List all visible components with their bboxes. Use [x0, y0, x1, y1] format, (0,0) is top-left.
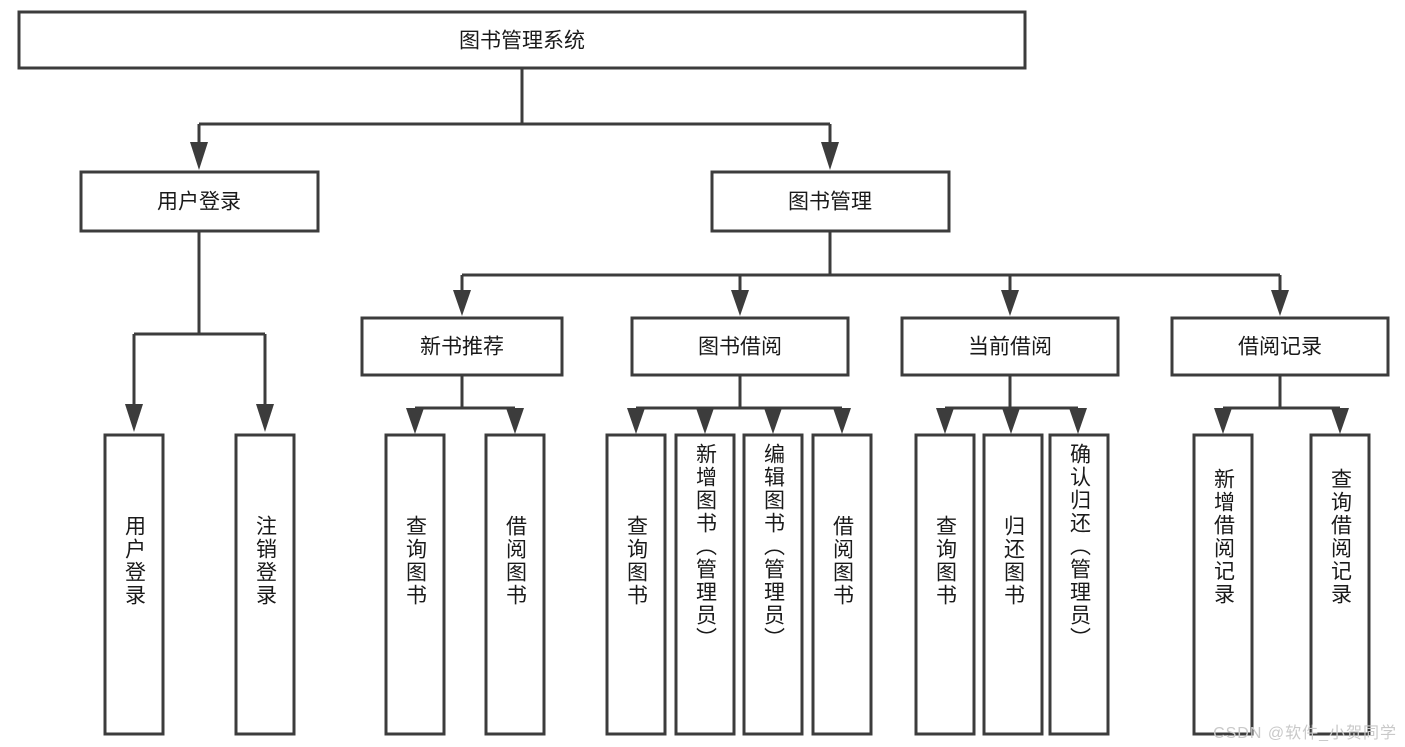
arrow-currentborrow-leaf1	[936, 408, 954, 434]
node-book-management[interactable]	[710, 170, 951, 233]
leaf-box-user-login[interactable]	[103, 433, 165, 736]
arrow-currentborrow-leaf2	[1002, 408, 1020, 434]
arrow-bookmgmt-c2	[731, 290, 749, 316]
leaf-box-query-book-2[interactable]	[605, 433, 667, 736]
arrow-bookmgmt-c4	[1271, 290, 1289, 316]
arrow-bookmgmt-c3	[1001, 290, 1019, 316]
node-new-book-recommend[interactable]	[360, 316, 564, 377]
node-book-borrow[interactable]	[630, 316, 850, 377]
node-label-book-management-system: 图书管理系统	[459, 30, 585, 53]
node-label-user-login: 用户登录	[157, 191, 241, 214]
node-user-login[interactable]	[79, 170, 320, 233]
node-label-book-borrow: 图书借阅	[698, 336, 782, 359]
arrow-bookborrow-leaf1	[627, 408, 645, 434]
arrow-userlogin-leaf2	[256, 404, 274, 432]
arrow-bookborrow-leaf2	[696, 408, 714, 434]
leaf-box-query-book-1[interactable]	[384, 433, 446, 736]
node-label-current-borrow: 当前借阅	[968, 336, 1052, 359]
node-label-new-book-recommend: 新书推荐	[420, 336, 504, 359]
node-borrow-record[interactable]	[1170, 316, 1390, 377]
arrow-newbook-leaf1	[406, 408, 424, 434]
leaf-box-query-book-3[interactable]	[914, 433, 976, 736]
leaf-box-add-book[interactable]	[674, 433, 736, 736]
leaf-box-edit-book[interactable]	[742, 433, 804, 736]
leaf-box-confirm-return[interactable]	[1048, 433, 1110, 736]
arrow-borrowrecord-leaf1	[1214, 408, 1232, 434]
arrow-bookborrow-leaf4	[833, 408, 851, 434]
node-current-borrow[interactable]	[900, 316, 1120, 377]
arrow-borrowrecord-leaf2	[1331, 408, 1349, 434]
leaf-box-borrow-book-2[interactable]	[811, 433, 873, 736]
leaf-box-query-record[interactable]	[1309, 433, 1371, 736]
arrow-to-userlogin	[190, 142, 208, 170]
node-book-management-system[interactable]	[17, 10, 1027, 70]
leaf-box-user-logout[interactable]	[234, 433, 296, 736]
node-label-book-management: 图书管理	[788, 191, 872, 214]
arrow-currentborrow-leaf3	[1069, 408, 1087, 434]
leaf-box-borrow-book-1[interactable]	[484, 433, 546, 736]
arrow-to-bookmgmt	[821, 142, 839, 170]
watermark: CSDN @软件_小贺同学	[1213, 725, 1397, 742]
arrow-bookmgmt-c1	[453, 290, 471, 316]
leaf-box-add-record[interactable]	[1192, 433, 1254, 736]
leaf-box-return-book[interactable]	[982, 433, 1044, 736]
node-layer: 图书管理系统 用户登录 图书管理 新书推荐 图书借阅 当前借阅 借阅记录	[17, 10, 1390, 736]
arrow-userlogin-leaf1	[125, 404, 143, 432]
arrow-newbook-leaf2	[506, 408, 524, 434]
arrow-bookborrow-leaf3	[764, 408, 782, 434]
node-label-borrow-record: 借阅记录	[1238, 336, 1322, 359]
connector-layer	[125, 68, 1349, 434]
